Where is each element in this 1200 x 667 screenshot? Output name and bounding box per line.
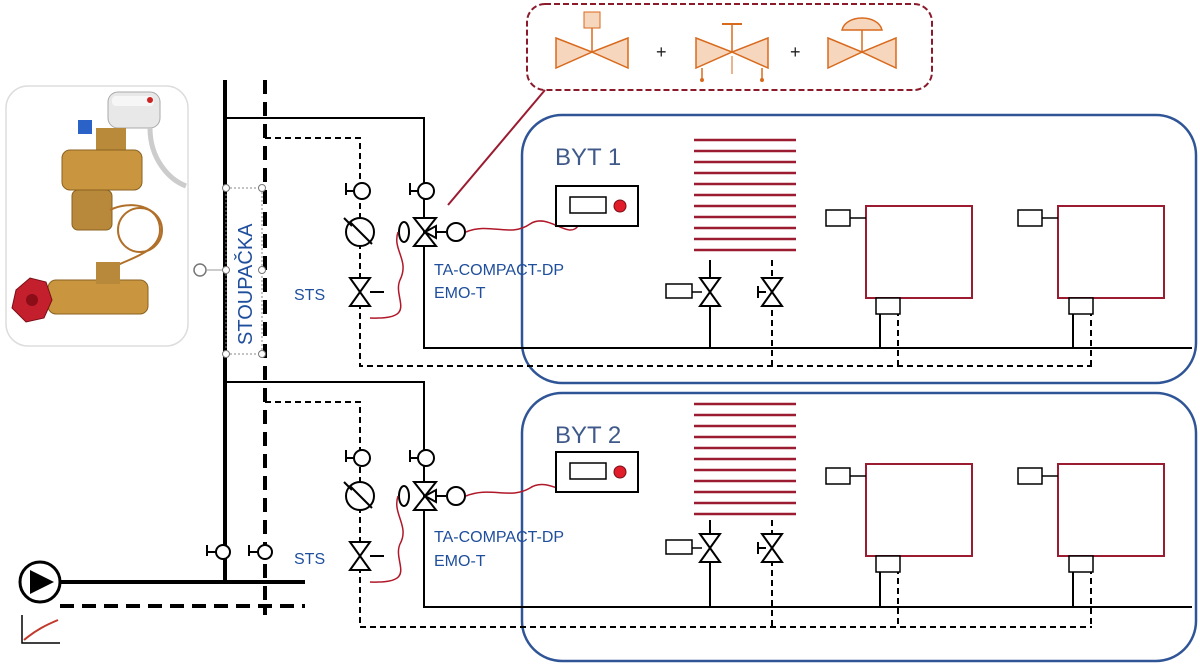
flow-meter-icon [343,217,375,247]
apartment-2-fittings: STS TA-COMPACT-DP EMO-T [294,449,579,583]
towel-radiator-icon [694,138,796,252]
riser [193,80,267,615]
valve-options-callout: + + [447,3,933,206]
valve-label-1-line2: EMO-T [434,285,486,302]
valve-label-1-line1: TA-COMPACT-DP [434,262,564,279]
radiator-icon [1017,463,1165,573]
radiator-icon [825,463,973,573]
apartment-title-2: BYT 2 [555,422,621,449]
sts-valve-icon [348,541,384,571]
radiator-icon [825,205,973,315]
compact-dp-valve-icon [398,481,466,511]
thermometer-icon [409,449,435,467]
apartment-1-fittings: STS TA-COMPACT-DP EMO-T [294,182,579,319]
apartment-box-1 [520,113,1198,385]
valve-label-2-line1: TA-COMPACT-DP [434,529,564,546]
radiator-valve-icon [665,277,722,307]
radiator-icon [1017,205,1165,315]
riser-label: STOUPAČKA [234,223,257,345]
towel-radiator-icon [694,402,796,516]
compact-dp-valve-icon [398,217,466,247]
valve-label-2-line2: EMO-T [434,553,486,570]
thermometer-icon [345,182,371,200]
main-header [60,580,305,608]
apartment-2-terminals [555,402,1165,573]
plus-sign: + [656,42,667,62]
apartment-box-2 [520,391,1198,663]
plus-sign: + [790,42,801,62]
return-valve-icon [757,533,784,563]
thermometer-icon [206,544,273,560]
flow-meter-icon [343,481,375,511]
sts-label-1: STS [294,287,325,304]
thermometer-icon [345,449,371,467]
return-valve-icon [757,277,784,307]
apartment-1-terminals [555,138,1165,315]
motorized-valve-icon [555,11,629,70]
pump-icon [18,560,62,604]
dp-controller-icon [827,17,897,70]
balancing-valve-icon [695,23,769,82]
curve-icon [21,615,60,644]
actuator-valve-photo [5,85,189,347]
sts-valve-icon [348,277,384,307]
apartment-title-1: BYT 1 [555,144,621,171]
radiator-valve-icon [665,533,722,563]
room-thermostat-icon [555,451,639,493]
sts-label-2: STS [294,551,325,568]
room-thermostat-icon [555,185,639,227]
thermometer-icon [409,182,435,200]
